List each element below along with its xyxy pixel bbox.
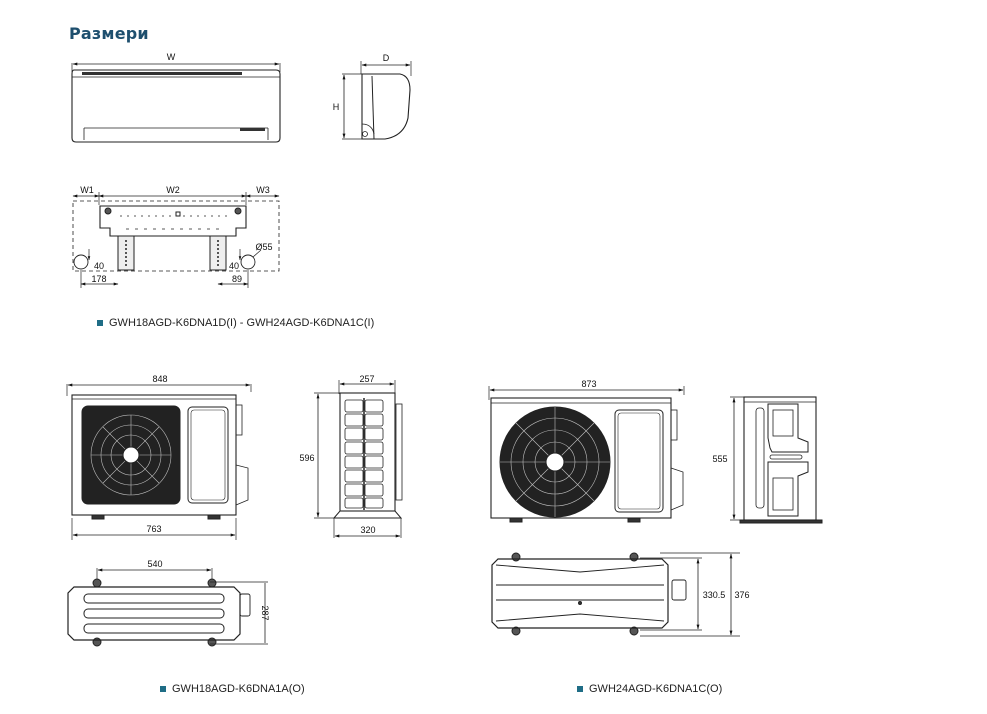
left-offset-vertical: 40 <box>94 261 104 271</box>
depth-label: D <box>383 53 390 63</box>
width-label: W <box>167 52 176 62</box>
outdoor-24-side-view <box>730 396 823 524</box>
bullet-icon <box>160 686 166 692</box>
outdoor-18-height-label: 596 <box>299 453 314 463</box>
mounting-plate-drawing <box>72 192 280 288</box>
outdoor-24-total-depth-label: 376 <box>734 590 749 600</box>
left-offset-horizontal: 178 <box>91 274 106 284</box>
w3-label: W3 <box>256 185 270 195</box>
indoor-unit-caption-text: GWH18AGD-K6DNA1D(I) - GWH24AGD-K6DNA1C(I… <box>109 317 375 329</box>
outdoor-24-height-label: 555 <box>712 454 727 464</box>
outdoor-18-front-view <box>66 383 252 540</box>
outdoor-18-width-label: 848 <box>152 374 167 384</box>
outdoor-18-side-view <box>314 380 403 538</box>
pipe-hole-label: Ø55 <box>255 242 272 252</box>
height-label: H <box>333 102 340 112</box>
page-title: Размери <box>69 24 149 43</box>
outdoor-18-base-depth-label: 320 <box>360 525 375 535</box>
outdoor-18-top-view <box>67 568 268 647</box>
indoor-side-view <box>342 61 412 140</box>
outdoor-18-mount-span-label: 540 <box>147 559 162 569</box>
outdoor-24-front-view <box>488 386 685 523</box>
w1-label: W1 <box>80 185 94 195</box>
outdoor-18-caption-text: GWH18AGD-K6DNA1A(O) <box>172 683 305 695</box>
right-offset-horizontal: 89 <box>232 274 242 284</box>
outdoor-24-top-view <box>491 552 740 637</box>
indoor-unit-caption: GWH18AGD-K6DNA1D(I) - GWH24AGD-K6DNA1C(I… <box>97 317 374 329</box>
bullet-icon <box>577 686 583 692</box>
outdoor-24-inner-depth-label: 330.5 <box>703 590 726 600</box>
outdoor-18-caption: GWH18AGD-K6DNA1A(O) <box>160 683 305 695</box>
outdoor-18-foot-span-label: 763 <box>146 524 161 534</box>
indoor-front-view <box>71 62 281 143</box>
outdoor-24-width-label: 873 <box>581 379 596 389</box>
right-offset-vertical: 40 <box>229 261 239 271</box>
outdoor-24-caption: GWH24AGD-K6DNA1C(O) <box>577 683 722 695</box>
outdoor-24-caption-text: GWH24AGD-K6DNA1C(O) <box>589 683 723 695</box>
w2-label: W2 <box>166 185 180 195</box>
outdoor-18-depth-label: 257 <box>359 374 374 384</box>
outdoor-18-top-depth-label: 287 <box>260 605 270 620</box>
bullet-icon <box>97 320 103 326</box>
